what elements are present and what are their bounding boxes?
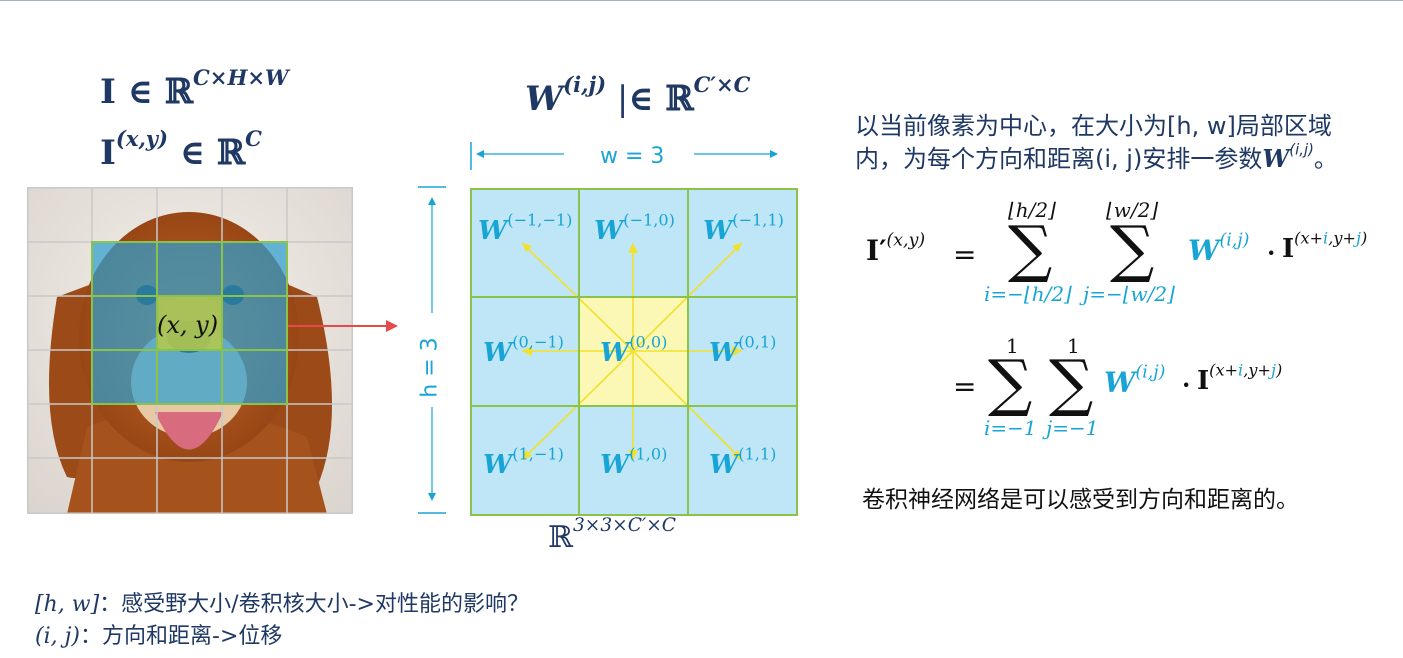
kernel-cell-label: W(−1,1) [703,210,784,246]
sum-symbol: ∑ [1049,346,1094,419]
kernel-grid [470,188,798,516]
sum-upper-bound: 1 [1006,334,1019,358]
kernel-cell-label: W(1,−1) [483,444,564,480]
kernel-cell-label: W(−1,−1) [478,210,573,246]
kernel-height-label: h = 3 [417,337,443,398]
kernel-cell-label: W(0,1) [709,332,777,368]
sum-lower-bound: i=−1 [984,416,1037,440]
note-direction-distance: (i, j)：方向和距离->位移 [35,624,283,649]
dot-operator: · [1267,238,1276,267]
sum-symbol: ∑ [1110,212,1155,285]
sum-lower-bound: j=−1 [1046,416,1099,440]
width-dimension-arrows [470,142,778,170]
description-line-1: 以当前像素为中心，在大小为[h, w]局部区域 [855,112,1332,140]
description-line-2: 内，为每个方向和距离(i, j)安排一参数W(i,j)。 [855,140,1338,173]
kernel-parameter-formula: W(i,j) |∈ ℝC′×C [525,72,751,119]
sum-lower-bound: i=−⌊h/2⌋ [984,282,1072,306]
sum-lower-bound: j=−⌊w/2⌋ [1083,282,1175,306]
tensor-shape-formula: I ∈ ℝC×H×W [100,65,289,112]
sum-upper-bound: ⌊h/2⌋ [1008,198,1056,222]
input-pixel-term: I(x+i,y+j) [1282,228,1368,264]
conclusion-text: 卷积神经网络是可以感受到方向和距离的。 [862,487,1299,513]
top-divider [0,0,1403,1]
sum-symbol: ∑ [1008,212,1053,285]
center-pixel-label: (x, y) [157,311,219,339]
kernel-cell-label: W(1,0) [600,444,668,480]
dog-image [27,187,353,514]
weight-term: W(i,j) [1188,230,1250,267]
output-pixel-symbol: I′(x,y) [866,230,926,267]
kernel-shape-label: ℝ3×3×C′×C [548,515,677,555]
sum-symbol: ∑ [988,346,1033,419]
note-receptive-field: [h, w]：感受野大小/卷积核大小->对性能的影响？ [35,592,529,617]
kernel-cell-label: W(−1,0) [594,210,675,246]
sum-upper-bound: 1 [1067,334,1080,358]
equals-sign: = [953,238,977,271]
equals-sign: = [953,370,977,403]
kernel-cell-label: W(1,1) [709,444,777,480]
kernel-cell-label: W(0,0) [600,332,668,368]
red-arrow-icon [288,320,398,332]
height-dimension-arrows [418,186,446,514]
dot-operator: · [1182,370,1191,399]
kernel-width-label: w = 3 [600,144,665,169]
input-pixel-term: I(x+i,y+j) [1197,360,1283,396]
sum-upper-bound: ⌊w/2⌋ [1106,198,1159,222]
weight-term: W(i,j) [1104,362,1166,399]
pixel-vector-formula: I(x,y) ∈ ℝC [100,126,262,173]
kernel-cell-label: W(0,−1) [483,332,564,368]
